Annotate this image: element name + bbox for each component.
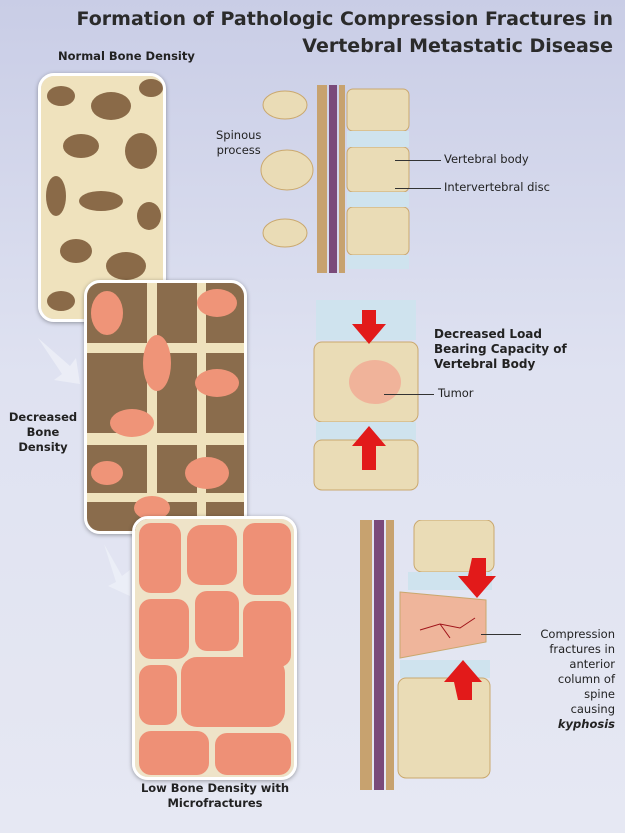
- title-line-2: Vertebral Metastatic Disease: [302, 35, 613, 57]
- normal-bone-texture: [41, 76, 163, 319]
- decreased-bone-label: Decreased Bone Density: [6, 410, 80, 455]
- tumor-label: Tumor: [438, 386, 474, 400]
- figure-title: Formation of Pathologic Compression Frac…: [77, 6, 613, 60]
- label-line: Vertebral Body: [434, 357, 536, 371]
- up-arrow-icon: [352, 426, 386, 470]
- kyphosis-term: kyphosis: [557, 717, 615, 731]
- decreased-bone-texture: [87, 283, 244, 531]
- transition-arrow-icon: [38, 338, 80, 384]
- label-line: column of: [557, 672, 615, 686]
- leader-line: [481, 634, 521, 635]
- label-line: process: [216, 143, 261, 157]
- decreased-bone-panel: [84, 280, 247, 534]
- intervertebral-disc-label: Intervertebral disc: [444, 180, 550, 194]
- title-line-1: Formation of Pathologic Compression Frac…: [76, 8, 613, 30]
- label-line: fractures in: [549, 642, 615, 656]
- label-line: Low Bone Density with: [140, 781, 290, 795]
- transition-arrow-icon: [104, 544, 130, 596]
- label-line: Decreased Load: [434, 327, 542, 341]
- label-line: Spinous: [216, 128, 262, 142]
- low-bone-label: Low Bone Density with Microfractures: [130, 781, 300, 811]
- down-arrow-icon: [352, 310, 386, 344]
- label-line: Compression: [540, 627, 615, 641]
- leader-line: [395, 160, 441, 161]
- leader-line: [395, 188, 441, 189]
- label-line: causing: [570, 702, 615, 716]
- label-line: spine: [584, 687, 615, 701]
- low-bone-texture: [135, 519, 294, 777]
- label-line: anterior: [569, 657, 615, 671]
- label-line: Bone: [26, 425, 60, 439]
- normal-bone-label: Normal Bone Density: [58, 49, 195, 63]
- load-bearing-heading: Decreased Load Bearing Capacity of Verte…: [434, 327, 567, 372]
- tumor-vertebra-illustration: [313, 300, 419, 491]
- vertebral-body-label: Vertebral body: [444, 152, 529, 166]
- low-bone-panel: [132, 516, 297, 780]
- label-line: Decreased: [8, 410, 78, 424]
- compression-fracture-label: Compression fractures in anterior column…: [515, 627, 615, 732]
- leader-line: [384, 394, 434, 395]
- up-arrow-icon: [444, 660, 482, 700]
- label-line: Microfractures: [167, 796, 263, 810]
- fractured-spine-illustration: [360, 520, 496, 790]
- down-arrow-icon: [458, 558, 496, 598]
- label-line: Density: [18, 440, 68, 454]
- normal-spine-illustration: [260, 85, 410, 273]
- label-line: Bearing Capacity of: [434, 342, 567, 356]
- spinous-process-label: Spinous process: [216, 128, 261, 158]
